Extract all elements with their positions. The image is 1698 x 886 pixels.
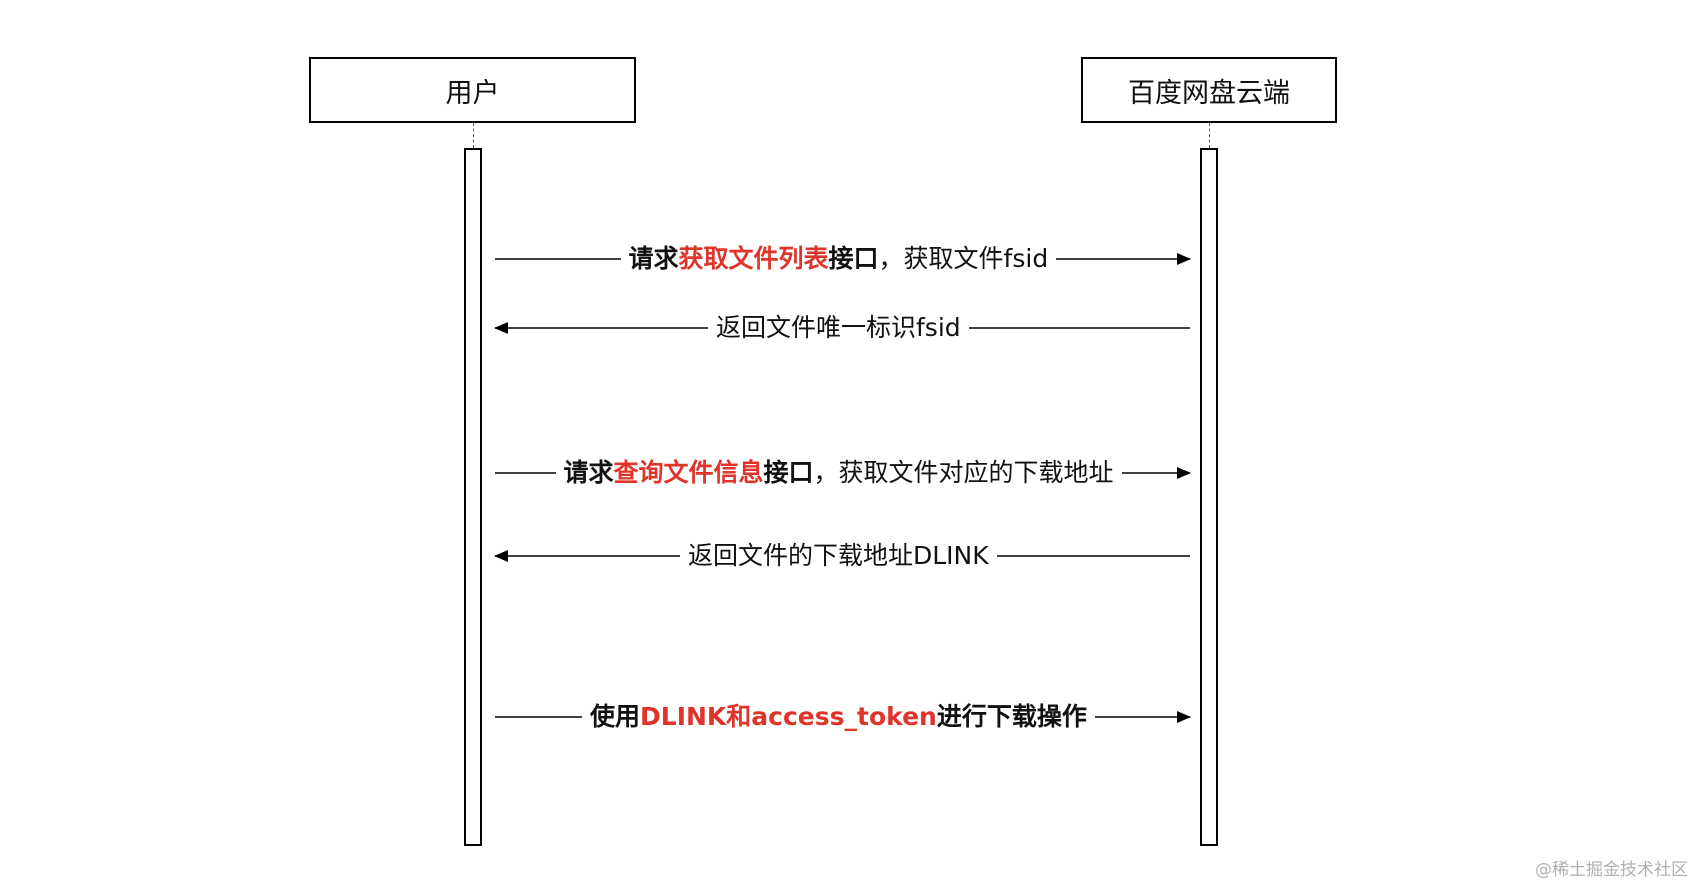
message-label-2: 返回文件唯一标识fsid — [708, 311, 969, 345]
message-label-1: 请求获取文件列表接口，获取文件fsid — [620, 242, 1057, 276]
message-label-4-part-1: 返回文件的下载地址DLINK — [688, 541, 989, 570]
message-label-4: 返回文件的下载地址DLINK — [680, 539, 997, 573]
participant-user-label: 用户 — [445, 77, 500, 109]
message-label-1-part-3: 接口 — [828, 244, 879, 273]
message-label-5: 使用DLINK和access_token进行下载操作 — [582, 700, 1095, 734]
lifeline-user — [473, 123, 474, 148]
message-label-1-part-2: 获取文件列表 — [678, 244, 829, 273]
message-label-3-part-2: 查询文件信息 — [613, 458, 764, 487]
participant-cloud-label: 百度网盘云端 — [1128, 77, 1290, 109]
message-label-1-part-4: ，获取文件fsid — [878, 244, 1049, 273]
lifeline-cloud — [1209, 123, 1210, 148]
message-label-5-part-3: 进行下载操作 — [936, 702, 1087, 731]
participant-cloud: 百度网盘云端 — [1081, 57, 1337, 123]
message-label-2-part-1: 返回文件唯一标识fsid — [716, 313, 961, 342]
participant-user: 用户 — [309, 57, 636, 123]
watermark: @稀土掘金技术社区 — [1535, 860, 1688, 880]
message-label-5-part-2: DLINK和access_token — [640, 702, 937, 731]
activation-bar-user — [464, 148, 482, 846]
message-label-3-part-1: 请求 — [563, 458, 614, 487]
message-label-1-part-1: 请求 — [628, 244, 679, 273]
message-label-5-part-1: 使用 — [590, 702, 641, 731]
message-label-3: 请求查询文件信息接口，获取文件对应的下载地址 — [555, 456, 1122, 490]
activation-bar-cloud — [1200, 148, 1218, 846]
message-label-3-part-4: ，获取文件对应的下载地址 — [813, 458, 1114, 487]
message-label-3-part-3: 接口 — [763, 458, 814, 487]
